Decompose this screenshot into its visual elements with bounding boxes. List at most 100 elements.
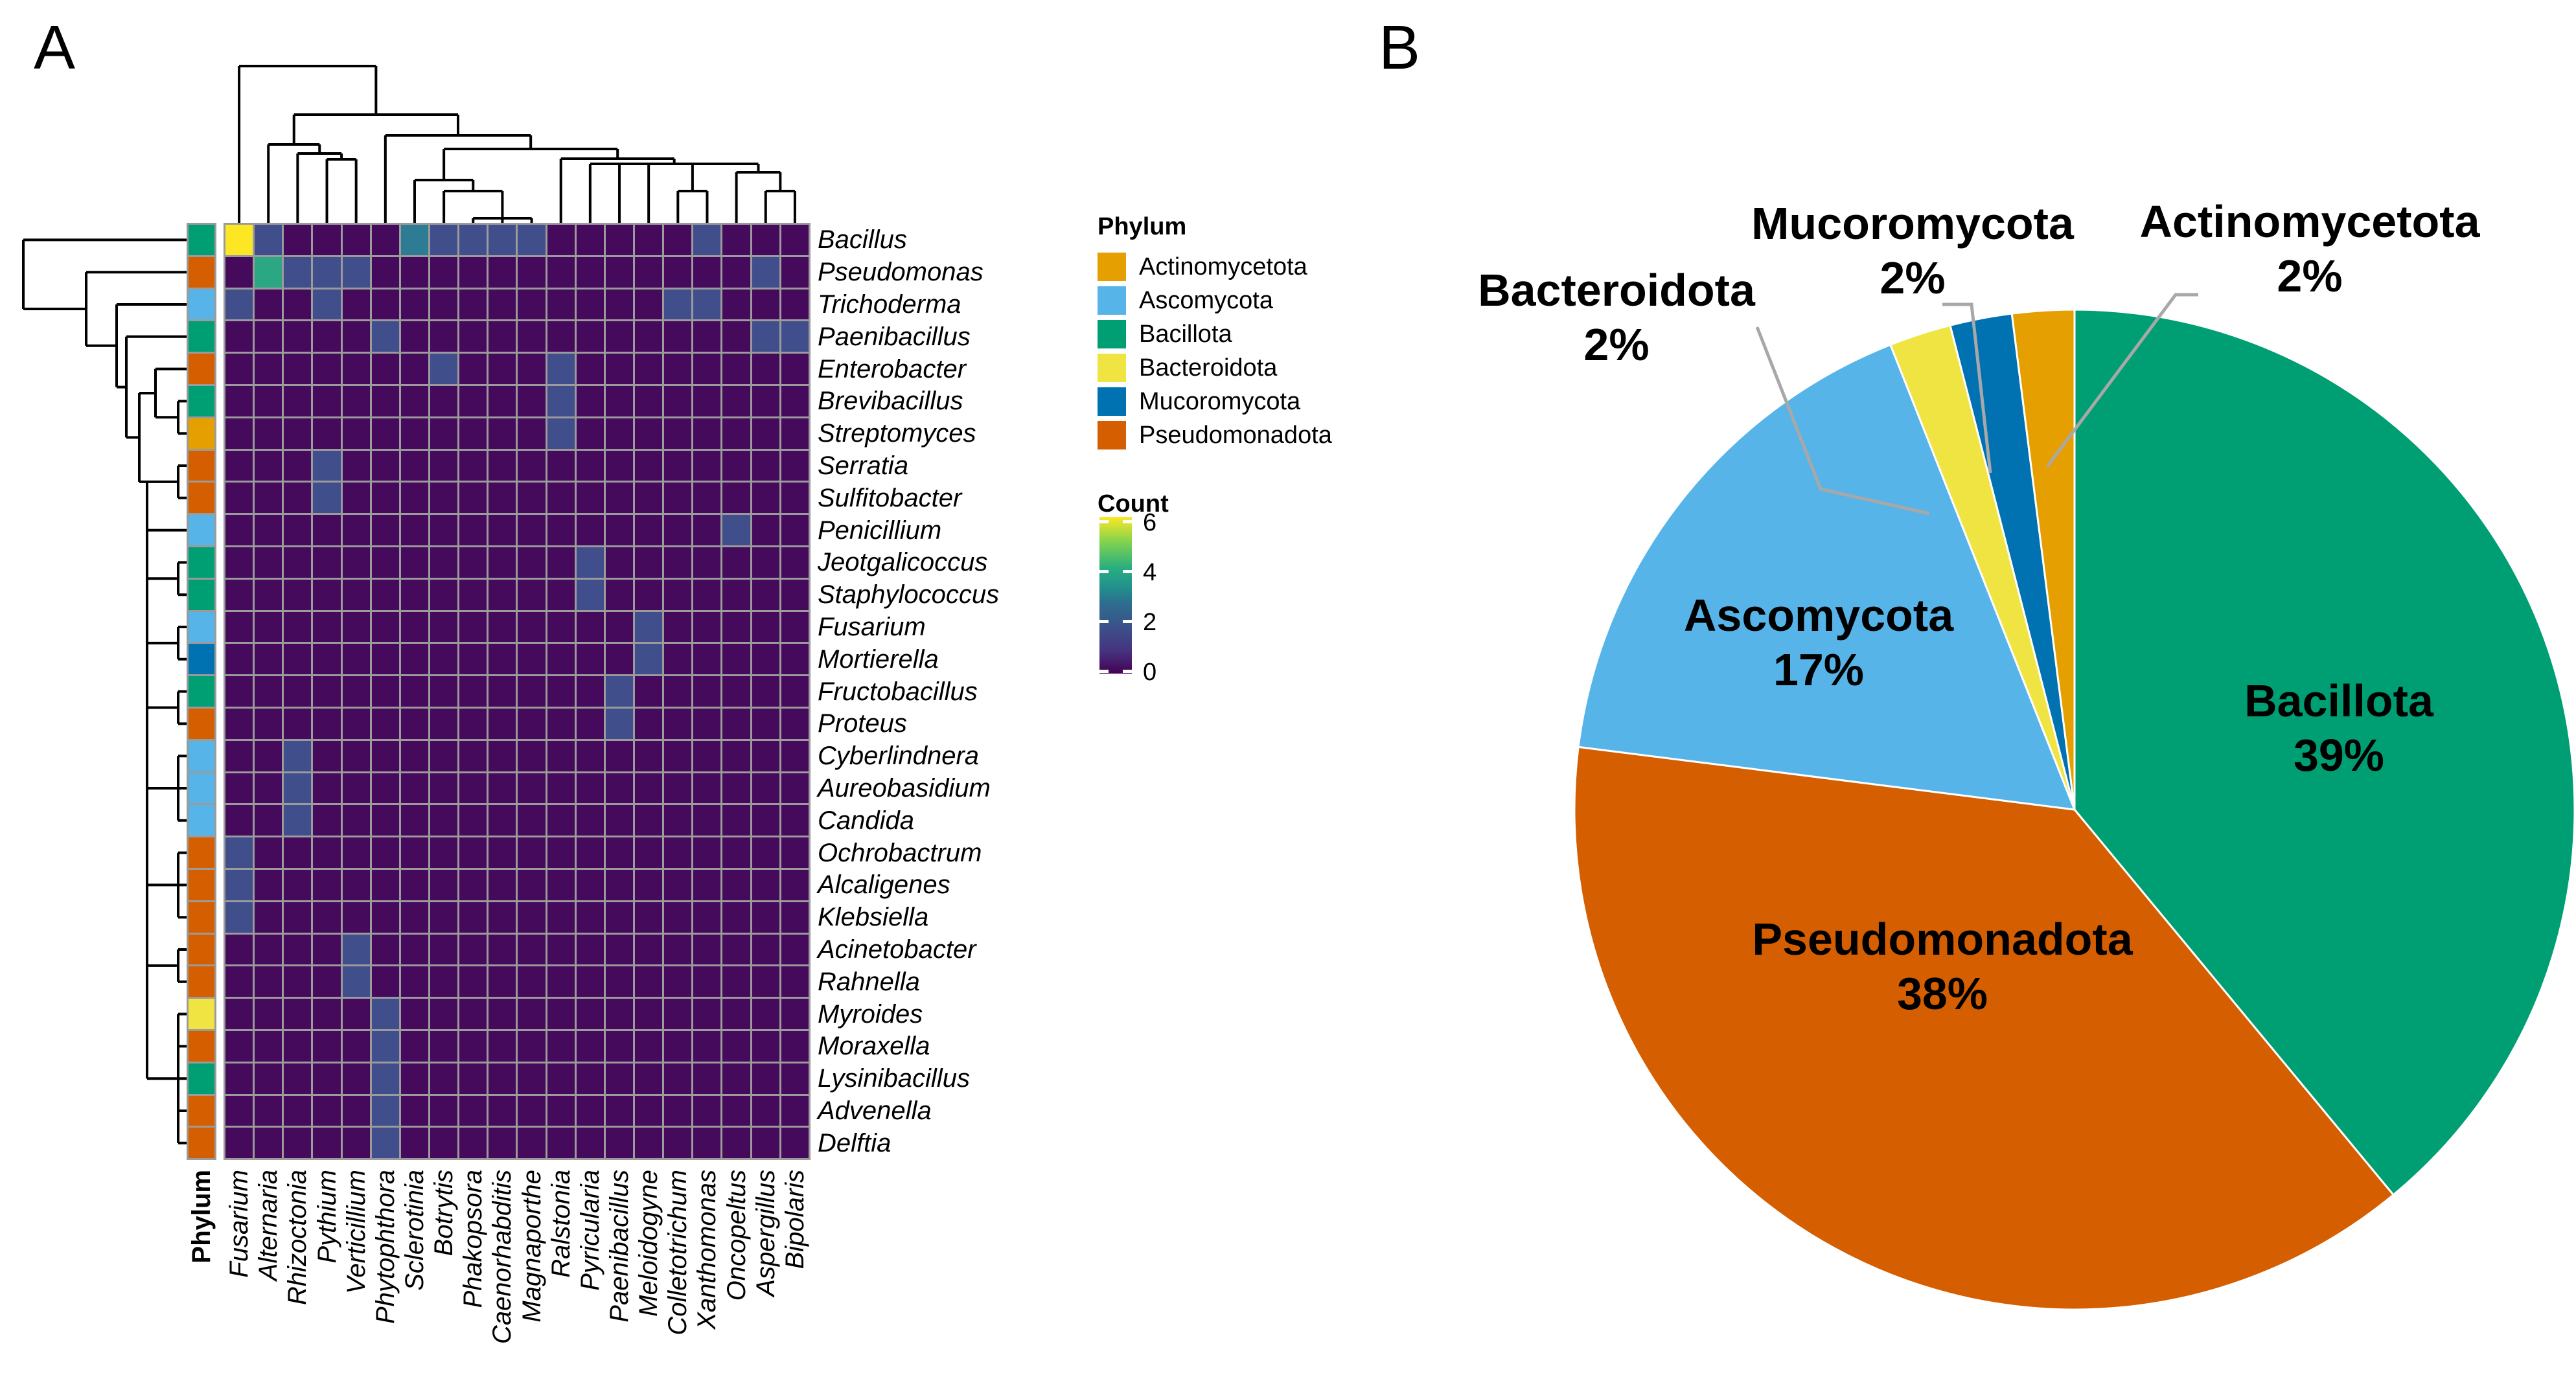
heatmap-cell [284, 418, 312, 449]
phylum-annotation-cell [189, 547, 214, 578]
heatmap-cell [547, 225, 575, 255]
heatmap-cell [605, 1063, 633, 1094]
heatmap-cell [664, 225, 692, 255]
heatmap-cell [284, 934, 312, 965]
phylum-annotation-cell [189, 289, 214, 320]
heatmap-cell [722, 547, 750, 578]
heatmap-cell [576, 418, 604, 449]
col-label: Rhizoctonia [283, 1170, 312, 1306]
heatmap-cell [576, 740, 604, 771]
heatmap-cell [284, 321, 312, 352]
phylum-annotation-cell [189, 321, 214, 352]
heatmap-cell [313, 418, 341, 449]
heatmap-cell [342, 773, 370, 804]
heatmap-cell [547, 1063, 575, 1094]
heatmap-cell [489, 869, 516, 900]
heatmap-cell [284, 708, 312, 739]
heatmap-cell [605, 1030, 633, 1062]
heatmap-cell [313, 773, 341, 804]
heatmap-cell [459, 289, 487, 320]
heatmap-cell [371, 289, 399, 320]
heatmap-cell [459, 837, 487, 868]
heatmap-cell [430, 1030, 458, 1062]
heatmap-cell [752, 483, 779, 514]
heatmap-cell [576, 354, 604, 384]
heatmap-cell [225, 837, 253, 868]
heatmap-cell [752, 611, 779, 643]
col-label: Aspergillus [751, 1170, 780, 1297]
heatmap-cell [255, 837, 282, 868]
heatmap-cell [576, 869, 604, 900]
heatmap-cell [284, 869, 312, 900]
row-label: Brevibacillus [818, 387, 963, 416]
heatmap-cell [313, 547, 341, 578]
heatmap-cell [634, 934, 663, 965]
count-tick-4: 4 [1143, 559, 1157, 586]
heatmap-cell [459, 1030, 487, 1062]
heatmap-cell [459, 999, 487, 1029]
heatmap-cell [634, 225, 663, 255]
heatmap-cell [371, 225, 399, 255]
heatmap-cell [225, 934, 253, 965]
heatmap-cell [634, 1128, 663, 1159]
heatmap-cell [459, 256, 487, 288]
heatmap-cell [664, 837, 692, 868]
bacteroidota-swatch [1098, 354, 1126, 382]
heatmap-cell [342, 902, 370, 933]
heatmap-cell [225, 483, 253, 514]
col-label: Verticillium [341, 1170, 371, 1294]
heatmap-cell [225, 773, 253, 804]
heatmap-cell [518, 676, 546, 707]
heatmap-cell [342, 611, 370, 643]
phylum-annotation-cell [189, 483, 214, 514]
heatmap-cell [371, 966, 399, 997]
col-label: Sclerotinia [400, 1170, 429, 1291]
heatmap-cell [489, 547, 516, 578]
heatmap-cell [693, 966, 721, 997]
heatmap-cell [518, 321, 546, 352]
heatmap-cell [752, 934, 779, 965]
heatmap-cell [342, 321, 370, 352]
heatmap-cell [722, 1095, 750, 1126]
col-label: Botrytis [430, 1170, 459, 1257]
heatmap-cell [693, 354, 721, 384]
heatmap-cell [547, 869, 575, 900]
heatmap-cell [752, 708, 779, 739]
heatmap-cell [547, 934, 575, 965]
count-colorbar [1099, 517, 1132, 674]
dendrogram-branches [22, 65, 796, 1144]
phylum-annotation-cell [189, 644, 214, 675]
heatmap-cell [547, 354, 575, 384]
heatmap-cell [225, 1030, 253, 1062]
heatmap-cell [722, 676, 750, 707]
heatmap-cell [459, 708, 487, 739]
heatmap-cell [313, 934, 341, 965]
heatmap-cell [489, 354, 516, 384]
heatmap-cell [664, 869, 692, 900]
count-tick-0: 0 [1143, 659, 1157, 686]
heatmap-cell [722, 483, 750, 514]
pie-leader-lines [1755, 293, 2198, 516]
heatmap-cell [255, 708, 282, 739]
heatmap-cell [576, 321, 604, 352]
heatmap-cell [489, 225, 516, 255]
heatmap-cell [430, 418, 458, 449]
col-label: Pythium [312, 1170, 341, 1264]
heatmap-cell [722, 708, 750, 739]
heatmap-cell [371, 418, 399, 449]
heatmap-cell [693, 547, 721, 578]
heatmap-cell [459, 805, 487, 836]
heatmap-cell [313, 676, 341, 707]
heatmap-cell [781, 1095, 809, 1126]
col-label: Phakopsora [459, 1170, 488, 1308]
heatmap-cell [342, 225, 370, 255]
heatmap-cell [634, 418, 663, 449]
heatmap-cell [664, 740, 692, 771]
heatmap-cell [518, 289, 546, 320]
heatmap-cell [547, 483, 575, 514]
heatmap-cell [693, 1063, 721, 1094]
heatmap-cell [547, 805, 575, 836]
heatmap-cell [400, 1128, 428, 1159]
heatmap-cell [430, 354, 458, 384]
heatmap-cell [371, 450, 399, 481]
